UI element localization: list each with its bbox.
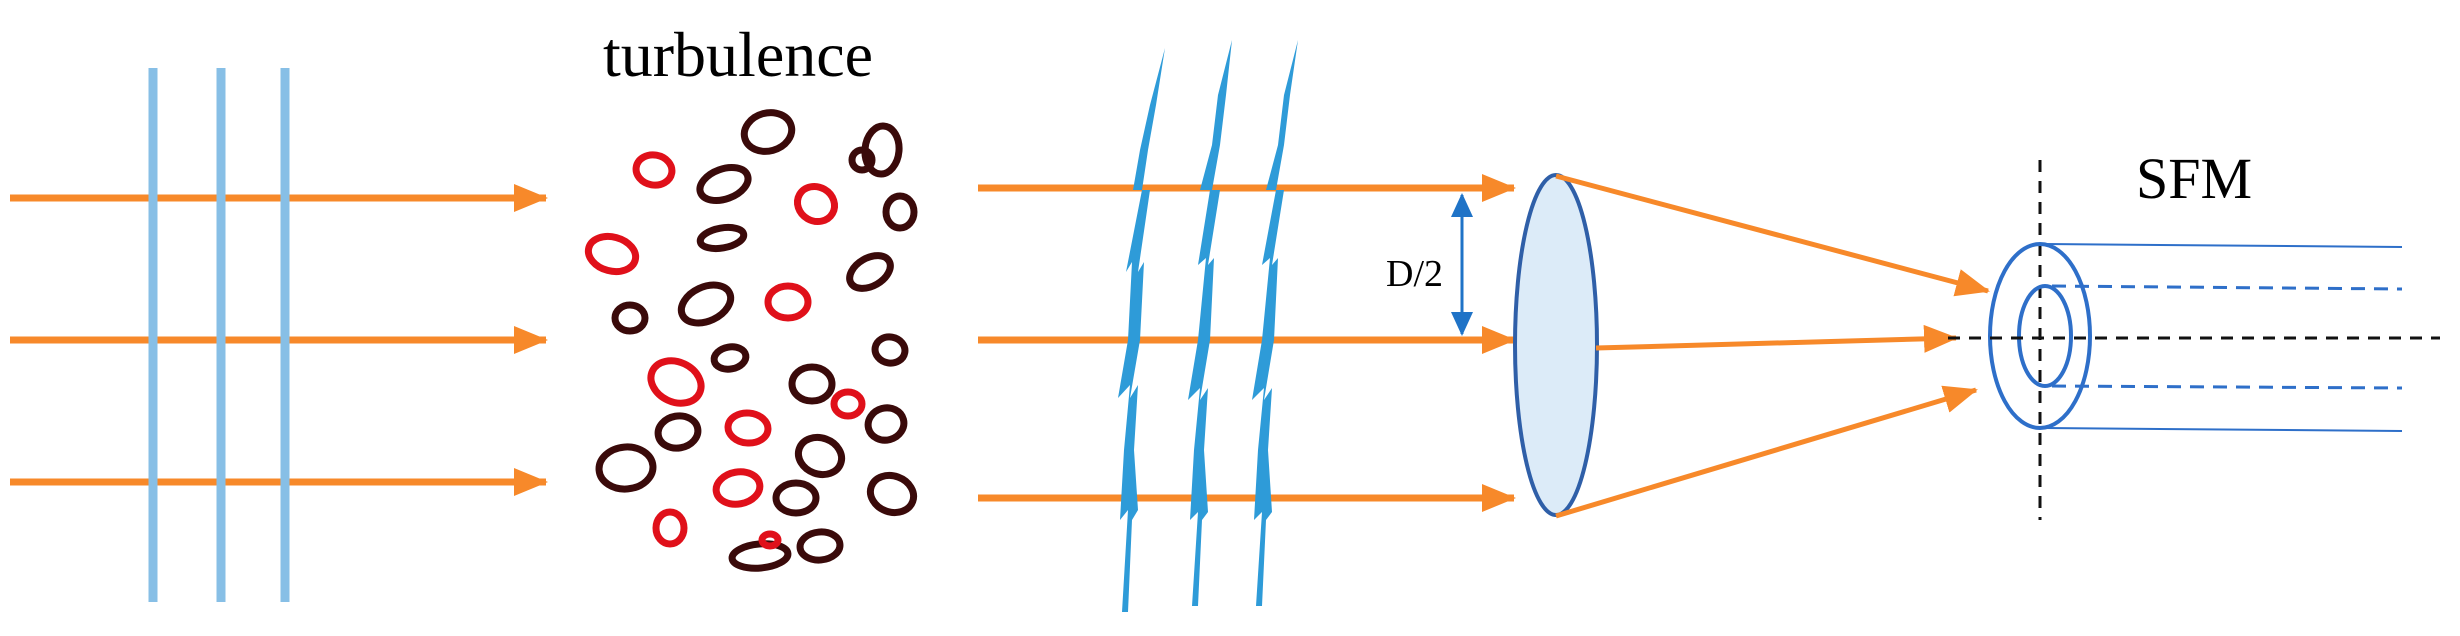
turbulence-eddy [652, 508, 688, 548]
turbulence-eddy [595, 443, 657, 493]
fiber-cladding-bottom-edge [2044, 427, 2403, 432]
distorted-wavefronts [1118, 40, 1298, 612]
focused-ray-bottom [1555, 385, 1978, 519]
half-aperture-label: D/2 [1386, 253, 1443, 295]
focused-ray-top [1555, 173, 1990, 297]
turbulence-region [584, 109, 918, 572]
fiber-cladding [1988, 242, 2092, 430]
turbulence-eddy [647, 357, 705, 407]
turbulence-eddy [793, 182, 839, 226]
fiber-label: SFM [2136, 146, 2252, 211]
turbulence-eddy [882, 192, 918, 232]
fiber-core-top-edge [2051, 284, 2403, 291]
turbulence-eddy [772, 479, 820, 517]
turbulence-eddy [788, 363, 836, 405]
aberrated-beams [978, 174, 1516, 512]
incoming-beams [10, 184, 548, 496]
turbulence-eddy [712, 468, 764, 508]
turbulence-eddy [696, 164, 752, 204]
fiber-end-face [1948, 160, 2440, 520]
turbulence-label: turbulence [603, 19, 873, 90]
fiber-core-bottom-edge [2051, 384, 2403, 390]
focused-ray-middle [1595, 324, 1958, 353]
turbulence-eddy [764, 282, 812, 322]
focused-rays [1555, 173, 1990, 519]
plane-wavefronts [148, 68, 290, 602]
fiber-cladding-top-edge [2044, 243, 2403, 248]
turbulence-eddy [864, 404, 908, 444]
turbulence-eddy [654, 412, 702, 452]
turbulence-eddy [696, 223, 748, 253]
turbulence-eddy [611, 301, 649, 335]
turbulence-eddy [728, 540, 792, 572]
distorted-wavefront-2 [1188, 40, 1232, 606]
turbulence-eddy [848, 146, 876, 174]
turbulence-eddy [677, 281, 735, 327]
lens [1513, 173, 1599, 517]
turbulence-eddy [796, 528, 844, 564]
turbulence-eddy [866, 471, 918, 517]
distorted-wavefront-3 [1252, 40, 1298, 606]
turbulence-eddy [584, 232, 640, 276]
turbulence-eddy [794, 433, 846, 479]
turbulence-eddy [724, 409, 772, 447]
fiber-core [2017, 284, 2073, 388]
turbulence-eddy [710, 343, 750, 373]
turbulence-eddy [632, 151, 676, 189]
turbulence-eddy [758, 530, 782, 550]
turbulence-eddy [740, 109, 796, 155]
turbulence-eddy [830, 388, 866, 420]
distorted-wavefront-1 [1118, 48, 1165, 612]
turbulence-eddy [871, 333, 909, 367]
turbulence-eddy [846, 252, 894, 292]
